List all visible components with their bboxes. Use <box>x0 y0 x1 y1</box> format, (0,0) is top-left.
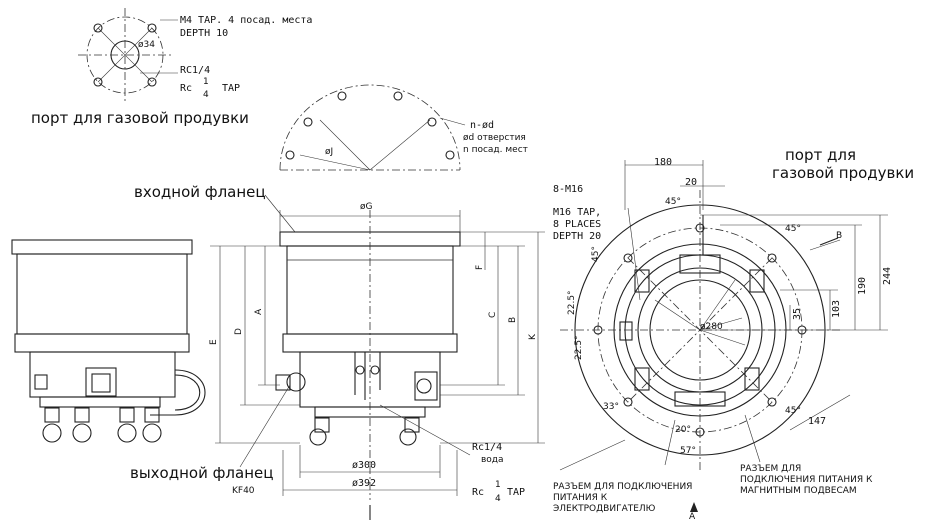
tap-label: TAP <box>222 83 241 94</box>
frac-den-2: 4 <box>495 494 501 504</box>
view-b-label: B <box>836 231 843 241</box>
phi34-label: ø34 <box>138 40 155 50</box>
angle-45-1: 45° <box>665 197 681 207</box>
angle-22-5-2: 22.5° <box>574 335 584 360</box>
mag-connector-line2: ПОДКЛЮЧЕНИЯ ПИТАНИЯ К <box>740 475 873 485</box>
dim-b-label: B <box>508 316 518 323</box>
depth10-label: DEPTH 10 <box>180 28 229 39</box>
mag-connector-line3: МАГНИТНЫМ ПОДВЕСАМ <box>740 486 857 496</box>
view-a-label: A <box>689 512 696 522</box>
angle-45-3: 45° <box>591 246 601 262</box>
motor-connector-line3: ЭЛЕКТРОДВИГАТЕЛЮ <box>553 504 656 514</box>
dim-180-label: 180 <box>654 157 673 168</box>
purge-port-flange-view <box>78 8 178 102</box>
side-view-center <box>210 194 545 520</box>
angle-22-5-1: 22.5° <box>567 290 577 315</box>
n-phi-d-label: n-ød <box>470 120 495 131</box>
dim-35-label: 35 <box>792 307 803 320</box>
tap-label-2: TAP <box>507 487 526 498</box>
phi-d-holes-label: ød отверстия <box>463 133 526 143</box>
m4-tap-label: M4 TAP. 4 посад. места <box>180 15 313 26</box>
frac-num: 1 <box>203 77 209 87</box>
frac-num-2: 1 <box>495 480 501 490</box>
left-casters <box>42 407 162 443</box>
dim-244-label: 244 <box>882 266 893 285</box>
dim-c-label: C <box>488 311 498 318</box>
left-body <box>16 253 188 335</box>
phi392-label: ø392 <box>352 478 377 489</box>
m16-tap-label: M16 TAP, <box>553 207 602 218</box>
water-label: вода <box>481 455 504 465</box>
rc14-water-label: Rc1/4 <box>472 442 503 453</box>
phi-g-label: øG <box>360 202 373 212</box>
inlet-flange-label: входной фланец <box>134 183 266 201</box>
motor-connector-line2: ПИТАНИЯ К <box>553 493 608 503</box>
dim-190-label: 190 <box>857 276 868 295</box>
angle-45-2: 45° <box>785 224 801 234</box>
phi-j-label: øJ <box>325 147 334 157</box>
dim-k-label: K <box>528 334 538 340</box>
dim-e-label: E <box>209 339 219 345</box>
angle-20: 20° <box>675 425 691 435</box>
m16-8-label: 8-M16 <box>553 184 584 195</box>
left-inlet-flange <box>11 239 193 255</box>
mag-connector-line1: РАЗЪЕМ ДЛЯ <box>740 464 802 474</box>
dim-a-label: A <box>254 308 264 315</box>
purge-port-label: порт для газовой продувки <box>31 109 249 127</box>
angle-33: 33° <box>603 402 619 412</box>
angle-57: 57° <box>680 446 696 456</box>
purge-port-b-label: газовой продувки <box>772 164 915 182</box>
dim-f-label: F <box>475 264 485 270</box>
frac-den: 4 <box>203 90 209 100</box>
phi300-label: ø300 <box>352 460 377 471</box>
dim-103-label: 103 <box>831 299 842 318</box>
depth20-label: DEPTH 20 <box>553 231 602 242</box>
dim-20-label: 20 <box>685 177 698 188</box>
angle-45-4: 45° <box>785 406 801 416</box>
phi280-label: ø280 <box>700 322 723 332</box>
rc-label: Rc <box>180 83 193 94</box>
rc-label-2: Rc <box>472 487 485 498</box>
n-places-label: n посад. мест <box>463 145 528 155</box>
rc14-label: RC1/4 <box>180 65 211 76</box>
outlet-flange-label: выходной фланец <box>130 464 274 482</box>
dim-d-label: D <box>234 328 244 335</box>
bottom-view <box>559 160 888 512</box>
m16-holes <box>593 223 807 437</box>
motor-connector-line1: РАЗЪЕМ ДЛЯ ПОДКЛЮЧЕНИЯ <box>553 482 693 492</box>
bolt-holes <box>93 23 157 87</box>
eight-places-label: 8 PLACES <box>553 219 602 230</box>
center-casters <box>309 417 420 446</box>
kf40-label: KF40 <box>232 486 255 496</box>
dim-147-label: 147 <box>808 416 827 427</box>
purge-port-a-label: порт для <box>785 146 856 164</box>
inlet-flange-bolt-pattern <box>279 84 466 171</box>
side-view-left <box>11 239 206 443</box>
